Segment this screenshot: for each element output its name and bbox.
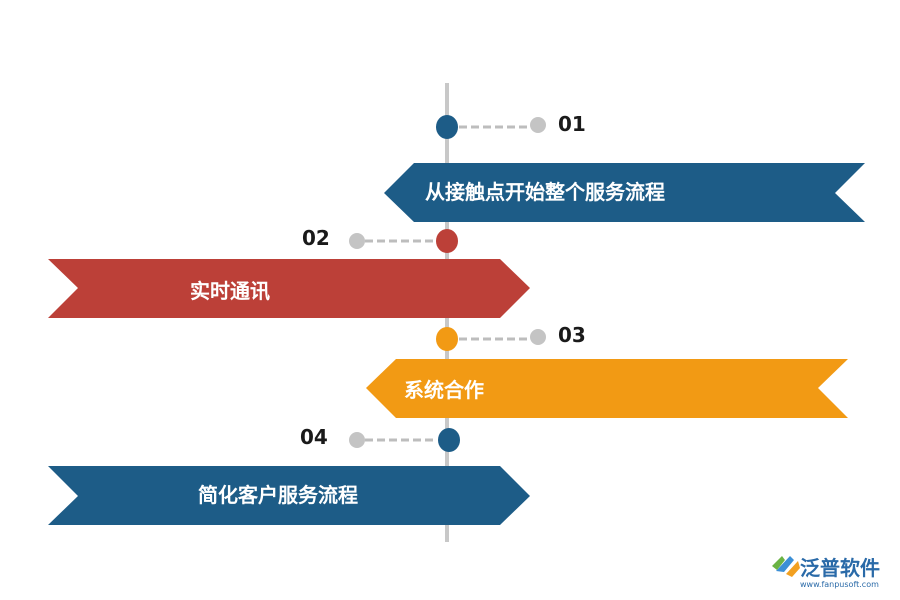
step-4-number: 04 [300,425,328,449]
step-1-banner [384,163,865,222]
step-2-node [436,229,458,253]
step-3-banner [366,359,848,418]
step-4-label: 简化客户服务流程 [198,483,358,507]
step-4: 04 简化客户服务流程 [48,425,530,525]
step-2-label: 实时通讯 [190,279,270,303]
step-1-number: 01 [558,112,586,136]
step-1-node [436,115,458,139]
fanpu-logo-icon [772,556,800,577]
step-3: 03 系统合作 [366,323,848,418]
step-1-label: 从接触点开始整个服务流程 [425,180,665,204]
brand-logo: 泛普软件 www.fanpusoft.com [772,556,880,589]
step-1-end-dot [530,117,546,133]
step-4-banner [48,466,530,525]
brand-name: 泛普软件 [800,556,880,580]
step-3-node [436,327,458,351]
step-4-node [438,428,460,452]
step-3-label: 系统合作 [404,378,484,402]
step-3-number: 03 [558,323,586,347]
step-2-number: 02 [302,226,330,250]
step-2: 02 实时通讯 [48,226,530,318]
step-4-end-dot [349,432,365,448]
brand-url: www.fanpusoft.com [800,580,879,589]
step-3-end-dot [530,329,546,345]
step-2-end-dot [349,233,365,249]
step-2-banner [48,259,530,318]
step-1: 01 从接触点开始整个服务流程 [384,112,865,222]
